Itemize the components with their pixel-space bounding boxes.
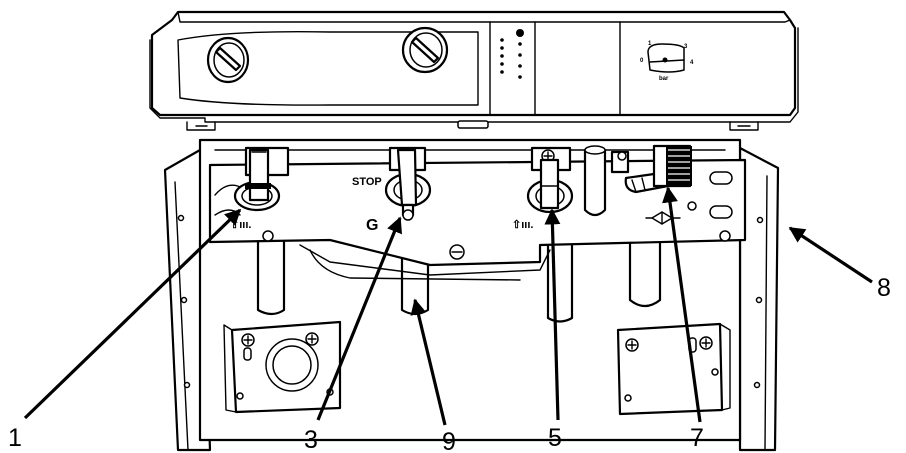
leader-arrows [23, 186, 873, 426]
callout-7: 7 [690, 424, 704, 452]
gauge-label-4: 4 [690, 60, 694, 66]
callout-3: 3 [304, 426, 318, 453]
panel-clips [186, 120, 759, 131]
connection-bracket [208, 158, 747, 281]
gas-symbol-label: G [366, 217, 378, 234]
arrow-1 [23, 208, 242, 420]
arrow-5 [544, 208, 561, 421]
gauge-unit-label: bar [659, 76, 669, 82]
pressure-relief-valve [624, 144, 692, 225]
arrow-8 [788, 226, 873, 284]
temperature-knob-1 [206, 36, 250, 84]
left-side-panel [163, 148, 212, 452]
gas-valve [384, 146, 432, 221]
control-panel: 0 1 3 4 bar [149, 10, 799, 131]
right-side-panel [738, 146, 780, 452]
heating-flow-symbol: ⇧ııı. [230, 219, 251, 231]
water-pipe [583, 145, 630, 217]
gauge-label-0: 0 [640, 58, 644, 64]
arrow-3 [316, 216, 402, 421]
temperature-knob-2 [401, 26, 449, 74]
indicator-lights [500, 29, 524, 79]
callout-1: 1 [8, 424, 22, 452]
callout-5: 5 [548, 424, 562, 452]
heating-return-valve [526, 146, 574, 214]
gauge-label-3: 3 [684, 44, 688, 50]
arrow-7 [662, 186, 702, 423]
gauge-label-1: 1 [648, 41, 652, 47]
heating-return-symbol: ⇧ııı. [512, 219, 533, 231]
pressure-gauge: 0 1 3 4 bar [640, 41, 694, 82]
stop-label: STOP [352, 176, 382, 188]
heating-flow-valve [233, 146, 290, 212]
callout-8: 8 [877, 274, 891, 302]
callout-9: 9 [442, 428, 456, 453]
arrow-9 [410, 298, 447, 426]
right-wall-bracket [616, 322, 731, 416]
left-wall-bracket [223, 320, 342, 414]
